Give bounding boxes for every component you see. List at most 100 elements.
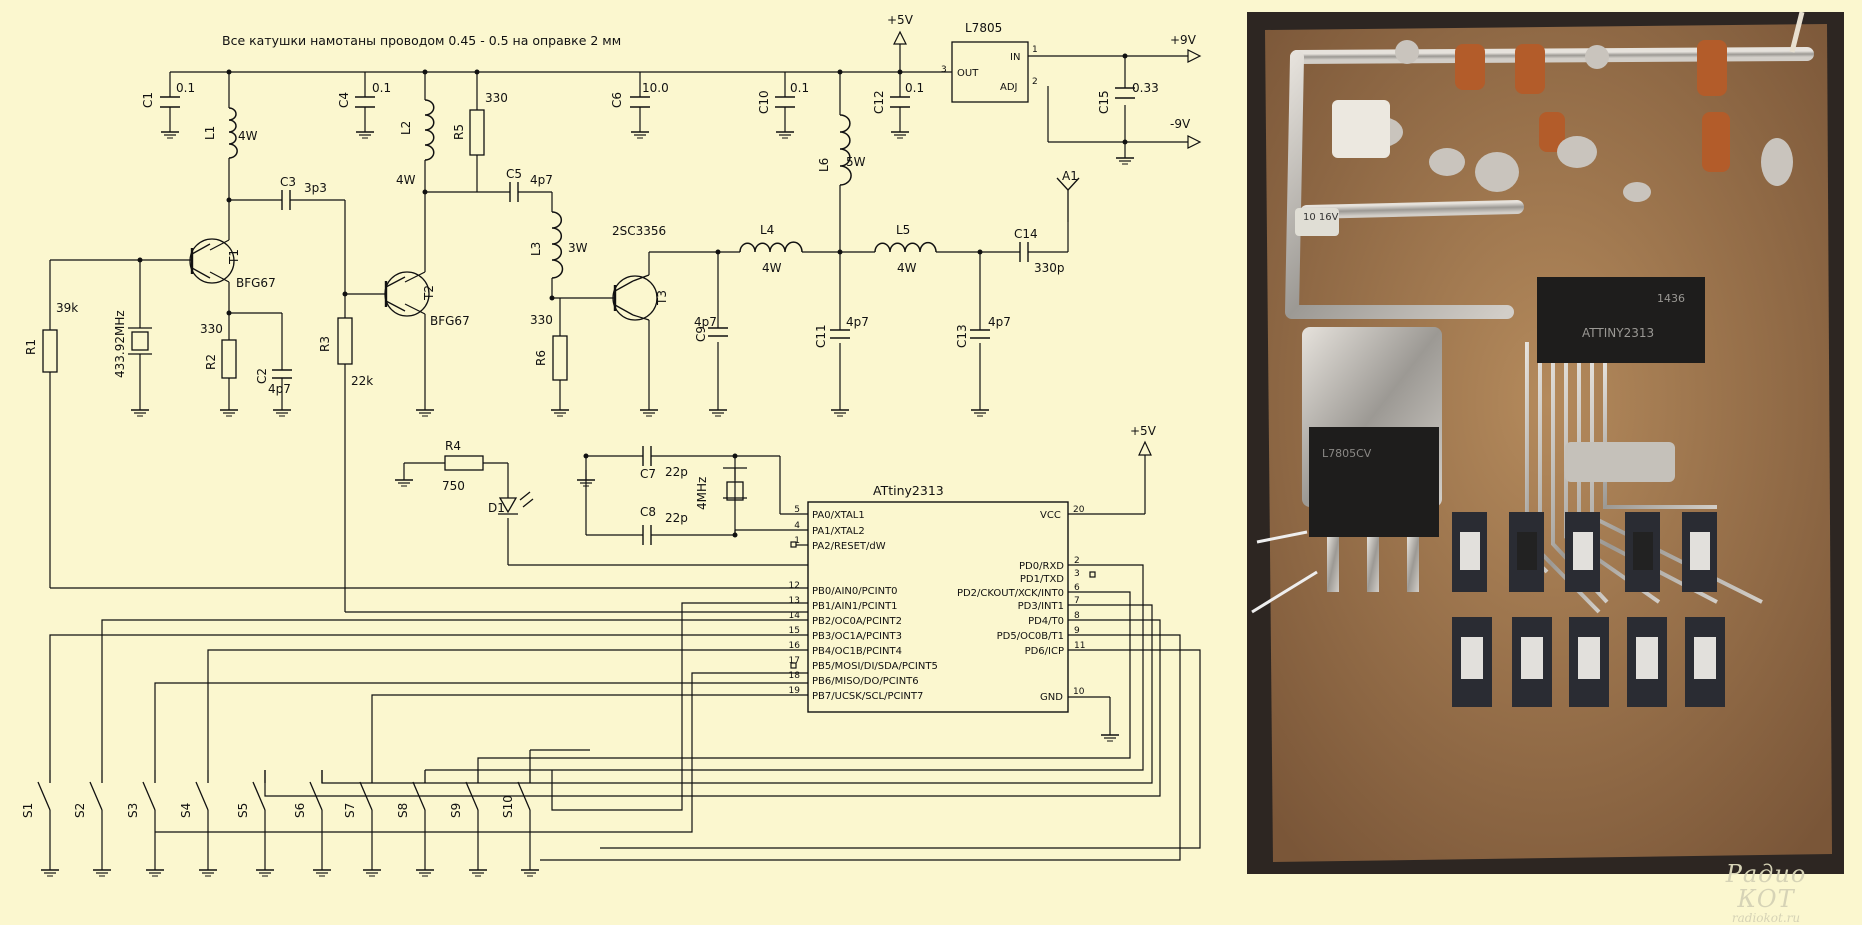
l4-value: 4W [762,261,782,275]
c2-value: 4p7 [268,382,291,396]
mcu-pin-name: PB7/UCSK/SCL/PCINT7 [812,691,923,702]
mcu-pin-name: PD2/CKOUT/XCK/INT0 [957,588,1064,599]
chip-label: ATTINY2313 [1582,326,1654,340]
d1-ref: D1 [488,501,505,515]
junctions [137,53,1128,538]
antenna-a1-symbol [1056,177,1080,222]
c3-value: 3p3 [304,181,327,195]
c10-ref: C10 [757,90,771,114]
switch-label: S5 [236,803,250,818]
c10-value: 0.1 [790,81,809,95]
reg-pin-3: 3 [941,65,947,75]
mcu-pin-number: 12 [789,581,800,591]
regulator-name: L7805 [965,21,1002,35]
mcu-pin-number: 16 [789,641,801,651]
c15-value: 0.33 [1132,81,1159,95]
reg-adj-label: ADJ [1000,82,1018,93]
l6-ref: L6 [817,158,831,172]
c1-value: 0.1 [176,81,195,95]
mcu-pin-number: 6 [1074,583,1080,593]
c11-ref: C11 [814,324,828,348]
watermark: Радио КОТ radiokot.ru [1696,861,1836,925]
a1-ref: A1 [1062,169,1078,183]
mcu-left-pins: PA0/XTAL15PA1/XTAL24PA2/RESET/dW1PB0/AIN… [789,505,938,702]
r3-ref: R3 [318,336,332,352]
l2-value: 4W [396,173,416,187]
l3-value: 3W [568,241,588,255]
t1-ref: T1 [227,249,241,265]
c3-ref: C3 [280,175,296,189]
c8-ref: C8 [640,505,656,519]
r2-ref: R2 [204,354,218,370]
mcu-pin-name: PB6/MISO/DO/PCINT6 [812,676,919,687]
pcb-photo-drawing: 10 16V ATTINY2313 1436 L7805CV [1247,12,1844,874]
mcu-pin-number: 17 [789,656,800,666]
mcu-pin-name: PA2/RESET/dW [812,541,886,552]
mcu-pin-name: PA1/XTAL2 [812,526,865,537]
c7-ref: C7 [640,467,656,481]
mcu-pin-number: 9 [1074,626,1080,636]
t3-ref: T3 [655,290,669,306]
mcu-pin-number: 14 [789,611,801,621]
pcb-photo: 10 16V ATTINY2313 1436 L7805CV [1247,12,1844,874]
c11-value: 4p7 [846,315,869,329]
mcu-pin-name: PB5/MOSI/DI/SDA/PCINT5 [812,661,938,672]
switch-label: S2 [73,803,87,818]
schematic: Все катушки намотаны проводом 0.45 - 0.5… [21,13,1202,877]
c9-ref: C9 [694,326,708,342]
c6-ref: C6 [610,92,624,108]
mcu-pin-name: PB0/AIN0/PCINT0 [812,586,898,597]
switch-label: S9 [449,803,463,818]
mcu-gnd-label: GND [1040,692,1063,703]
r1-ref: R1 [24,339,38,355]
r1-value: 39k [56,301,78,315]
mcu-pin-name: PB4/OC1B/PCINT4 [812,646,902,657]
regulator-label: L7805CV [1322,447,1372,460]
mcu-pin-name: PD5/OC0B/T1 [997,631,1064,642]
l2-ref: L2 [399,121,413,135]
power-arrows [893,30,1202,456]
mcu-pin-number: 4 [794,521,800,531]
c15-ref: C15 [1097,90,1111,114]
crystal-433-value: 433.92MHz [113,310,127,378]
mcu-pin-name: PB1/AIN1/PCINT1 [812,601,898,612]
r3-value: 22k [351,374,373,388]
r5-ref: R5 [452,124,466,140]
mcu-pin-name: PD3/INT1 [1018,601,1064,612]
mcu-pin-number: 3 [1074,569,1080,579]
mcu-pin-name: PB3/OC1A/PCINT3 [812,631,902,642]
l5-ref: L5 [896,223,910,237]
c1-ref: C1 [141,92,155,108]
reg-pin-2: 2 [1032,77,1038,87]
mcu-pin-name: PD4/T0 [1028,616,1064,627]
mcu-pin-number: 5 [794,505,800,515]
mcu-pin-name: PD1/TXD [1020,574,1064,585]
c4-ref: C4 [337,92,351,108]
switch-label: S4 [179,803,193,818]
l5-value: 4W [897,261,917,275]
wire-left-2 [1251,570,1318,614]
mcu-pin-number: 19 [789,686,801,696]
c12-value: 0.1 [905,81,924,95]
c9-value: 4p7 [694,315,717,329]
winding-note: Все катушки намотаны проводом 0.45 - 0.5… [222,33,621,48]
c14-value: 330p [1034,261,1065,275]
mcu-pin-number: 15 [789,626,800,636]
switch-contacts [37,770,531,811]
electrolytic-cap [1295,208,1339,236]
regulator-box [951,41,1029,103]
reg-in-label: IN [1010,52,1020,63]
c8-value: 22p [665,511,688,525]
r6-ref: R6 [534,350,548,366]
resistor-symbols [42,109,568,471]
mcu-pin-number: 1 [794,536,800,546]
minus9-label: -9V [1170,117,1191,131]
wires [49,55,1201,870]
mcu-vcc-pin: 20 [1073,505,1085,515]
switch-label: S3 [126,803,140,818]
mcu-pin-number: 11 [1074,641,1085,651]
mcu-gnd-pin: 10 [1073,687,1085,697]
l3-ref: L3 [529,242,543,256]
